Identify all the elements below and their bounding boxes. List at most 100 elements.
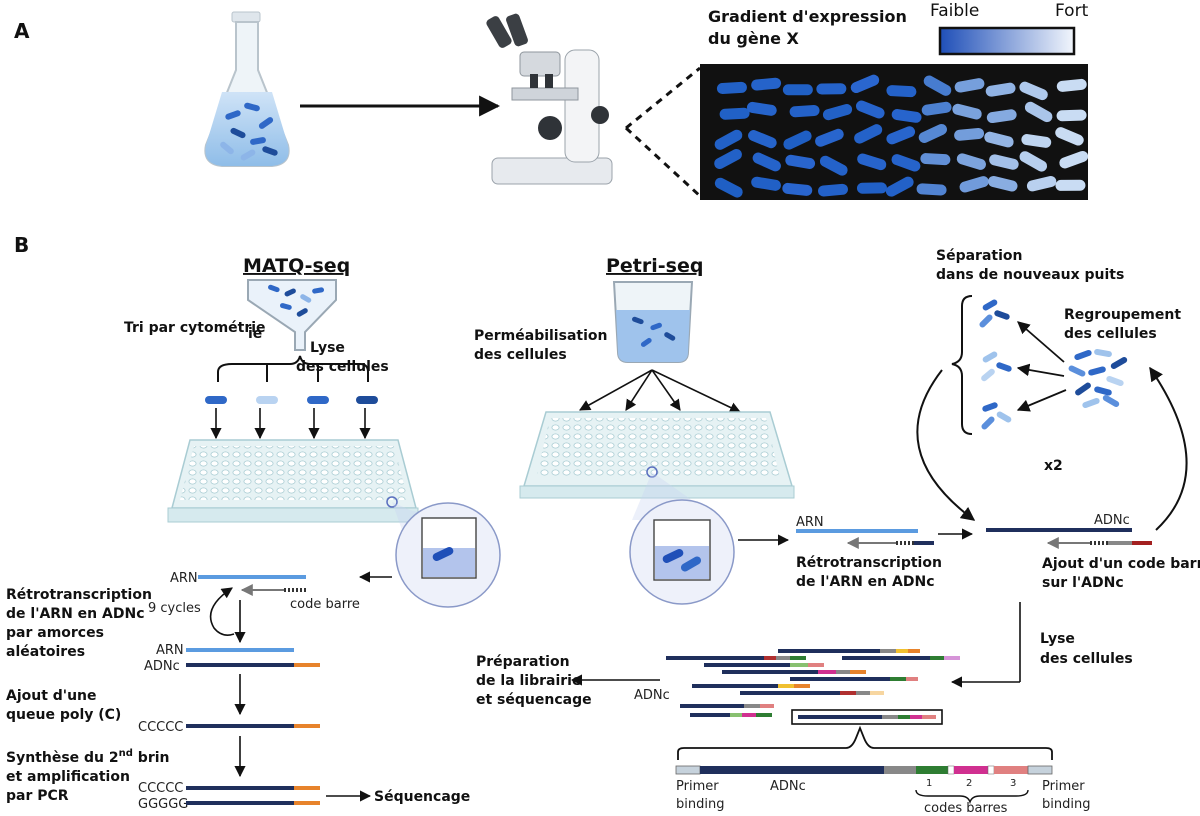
x2-label: x2: [1044, 458, 1063, 474]
gradient-title-line1: Gradient d'expression: [708, 7, 907, 26]
bacterium-cell: [1019, 151, 1048, 172]
bacterium-cell: [782, 84, 813, 96]
petri-lyse-line2: des cellules: [1040, 651, 1133, 667]
barcode-label: code barre: [290, 597, 360, 612]
bacterium-cell: [891, 154, 921, 172]
polyc-line2: queue poly (C): [6, 707, 121, 723]
arrow-petri-1: [579, 369, 653, 411]
bacterium-cell: [985, 82, 1016, 97]
arrow-petri-2: [625, 369, 653, 411]
bacterium-cell: [1055, 127, 1084, 146]
petri-rt-line1: Rétrotranscription: [796, 555, 942, 571]
panel-a-label: A: [14, 19, 30, 43]
sort-label-overlap: ie: [248, 326, 262, 342]
matq-seq-title: MATQ-seq: [243, 255, 350, 277]
bacterium-cell: [789, 104, 820, 118]
bacterium-cell: [822, 104, 853, 121]
bacterium-cell: [816, 83, 847, 95]
bacterium-cell: [1024, 101, 1053, 123]
bacterium-cell: [751, 176, 781, 191]
bacterium-cell: [1019, 81, 1048, 101]
bacterium-cell: [819, 155, 848, 176]
barcodes-brace: [915, 789, 1029, 805]
petri-lyse-line1: Lyse: [1040, 631, 1075, 647]
bacterium-cell: [989, 154, 1019, 170]
scale-low-label: Faible: [930, 1, 979, 21]
bacterium-cell: [886, 85, 917, 98]
primer2-line2: binding: [1042, 797, 1090, 812]
bacterium-cell: [988, 175, 1018, 192]
petri-rna-label: ARN: [796, 515, 824, 530]
polyc-line1: Ajout d'une: [6, 688, 97, 704]
matq-rt-line2: de l'ARN en ADNc: [6, 606, 145, 622]
beaker-illustration: [612, 281, 694, 363]
construct-cdna-label: ADNc: [770, 779, 806, 794]
petri-rt-line2: de l'ARN en ADNc: [796, 574, 935, 590]
zoom-brace: [677, 725, 1053, 760]
sort-brace: [217, 355, 369, 382]
flask-illustration: [204, 11, 290, 167]
matq-rna-label: ARN: [170, 571, 198, 586]
bacterium-cell: [1026, 176, 1057, 192]
bacterium-cell: [952, 103, 982, 120]
bacterium-cell: [959, 176, 989, 193]
zoom-line-top: [625, 66, 701, 130]
matq-well-plate: [167, 439, 419, 523]
regrouped-cells: [1068, 348, 1128, 409]
sep-line2: dans de nouveaux puits: [936, 267, 1124, 283]
bacterium-cell: [850, 74, 880, 94]
bacterium-cell: [714, 129, 743, 150]
matq-rna2-label: ARN: [156, 643, 184, 658]
synth-line3: par PCR: [6, 788, 69, 804]
cycles-label: 9 cycles: [148, 601, 201, 616]
bacterium-cell: [785, 154, 816, 169]
bacterium-cell: [818, 183, 848, 197]
bacterium-cell: [748, 130, 777, 149]
construct-bar: [675, 765, 1053, 775]
barcode-number-2: 2: [966, 778, 972, 789]
lib-line2: de la librairie: [476, 673, 581, 689]
panel-b-label: B: [14, 233, 29, 257]
loop-arrow-right: [1149, 366, 1188, 531]
bacterium-cell: [918, 123, 947, 143]
ccccc2-label: CCCCC: [138, 781, 183, 796]
bacterium-cell: [716, 81, 747, 95]
bacterium-cell: [855, 100, 885, 119]
matq-cdna-label: ADNc: [144, 659, 180, 674]
arrow-petri-3: [651, 369, 681, 411]
synth-line1: Synthèse du 2nd brin: [6, 748, 170, 766]
bacterium-cell: [783, 130, 812, 150]
bacterium-cell: [1059, 150, 1089, 169]
loop-arrow-left: [916, 369, 976, 521]
bacterium-cell: [854, 124, 883, 144]
separated-cell-groups: [979, 299, 1012, 430]
flask-bacteria: [220, 102, 278, 161]
primer1-line1: Primer: [676, 779, 719, 794]
bacterium-cell: [916, 183, 947, 196]
bacterium-cell: [1056, 78, 1087, 92]
bacterium-cell: [1056, 109, 1087, 122]
bacterium-cell: [885, 176, 914, 197]
perm-line2: des cellules: [474, 347, 567, 363]
bacterium-cell: [746, 101, 777, 116]
cycle-loop-arrow: [209, 587, 235, 636]
petri-well-plate: [519, 411, 795, 499]
microscope-illustration: [486, 13, 613, 185]
bacterium-cell: [856, 182, 887, 194]
barcode-number-1: 1: [926, 778, 932, 789]
bacterium-cell: [751, 77, 782, 91]
bacterium-cell: [923, 75, 952, 96]
bacterium-cell: [782, 182, 813, 196]
separation-brace: [951, 295, 973, 435]
highlighted-fragment: [791, 709, 943, 725]
matq-rt-line4: aléatoires: [6, 644, 85, 660]
bacterium-cell: [956, 153, 986, 170]
sort-label: Tri par cytométrie: [124, 320, 266, 336]
petri-zoom-well: [629, 466, 735, 605]
bacterium-cell: [920, 153, 951, 166]
bacterium-cell: [886, 126, 916, 145]
bacterium-cell: [891, 109, 922, 123]
bacterium-cell: [986, 109, 1017, 124]
lyse-matq-l2: des cellules: [296, 359, 389, 375]
